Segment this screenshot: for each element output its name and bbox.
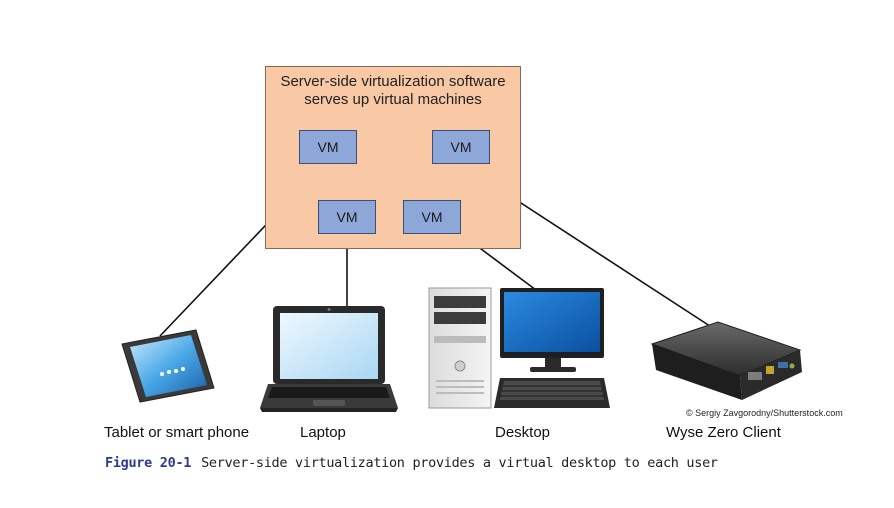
photo-credit: © Sergiy Zavgorodny/Shutterstock.com	[686, 408, 843, 418]
zero-client-icon	[650, 321, 802, 400]
figure-caption: Figure 20-1 Server-side virtualization pr…	[105, 455, 718, 471]
server-caption-line2: serves up virtual machines	[304, 91, 482, 108]
keyboard-icon	[494, 378, 610, 408]
server-caption-line1: Server-side virtualization software	[280, 73, 506, 90]
device-label-laptop: Laptop	[300, 424, 346, 441]
desktop-tower-icon	[428, 287, 492, 409]
vm-box-bottom-left: VM	[318, 200, 376, 234]
desktop-monitor-icon	[500, 288, 604, 372]
device-label-desktop: Desktop	[495, 424, 551, 441]
vm-box-top-left: VM	[299, 130, 357, 164]
device-label-tablet: Tablet or smart phone	[104, 424, 250, 441]
tablet-icon	[121, 329, 215, 403]
laptop-icon	[260, 306, 398, 412]
figure-number: Figure 20-1	[105, 455, 192, 471]
device-label-wyse: Wyse Zero Client	[666, 424, 781, 441]
vm-box-top-right: VM	[432, 130, 490, 164]
figure-caption-text: Server-side virtualization provides a vi…	[201, 455, 718, 471]
server-caption: Server-side virtualization software serv…	[266, 73, 520, 109]
vm-box-bottom-right: VM	[403, 200, 461, 234]
